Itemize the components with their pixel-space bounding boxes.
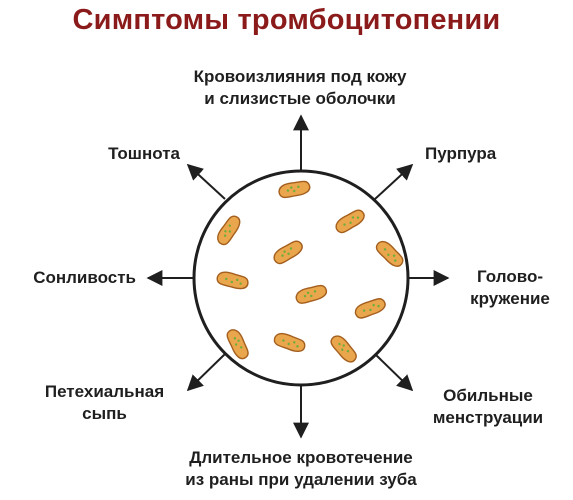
diagram-title: Симптомы тромбоцитопении <box>72 4 501 36</box>
platelets <box>216 180 404 363</box>
platelet <box>375 240 404 267</box>
platelet <box>330 335 357 363</box>
platelet <box>216 271 249 290</box>
symptom-left: Сонливость <box>33 268 136 287</box>
platelet <box>278 180 311 199</box>
platelet <box>226 329 249 360</box>
symptom-top-right: Пурпура <box>425 144 497 163</box>
platelet <box>273 332 306 352</box>
arrow-bottom-right <box>374 353 414 392</box>
platelet <box>335 209 365 234</box>
platelet <box>273 240 303 265</box>
platelet <box>354 298 386 319</box>
symptom-top-left: Тошнота <box>108 144 180 163</box>
arrow-top-right <box>374 163 414 200</box>
platelet <box>295 284 328 304</box>
platelet <box>217 215 241 246</box>
arrow-top-left <box>186 163 226 200</box>
arrow-bottom-left <box>186 353 226 392</box>
symptom-right: Голово-кружение <box>470 267 550 308</box>
